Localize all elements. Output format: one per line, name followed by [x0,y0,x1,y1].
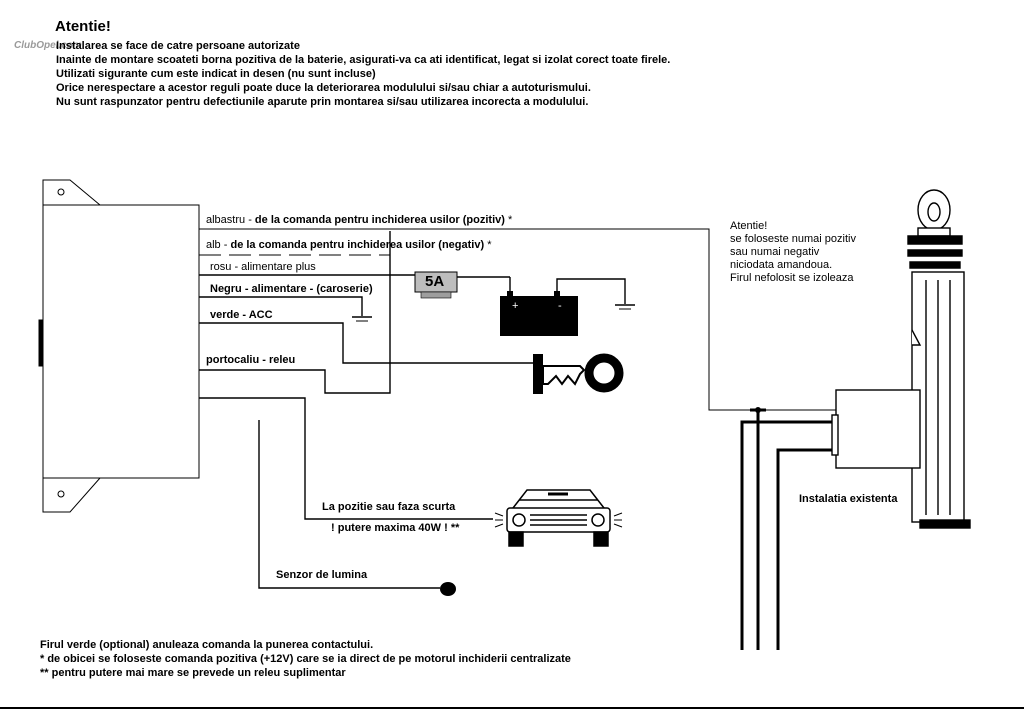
car-front-icon [506,489,611,547]
label-albastru-desc: de la comanda pentru inchiderea usilor (… [254,214,505,226]
wire-albastru [199,228,836,411]
note-line-1: Atentie! [730,220,768,232]
existing-installation-label: Instalatia existenta [799,493,898,505]
lights-label: La pozitie sau faza scurta [322,501,456,513]
label-verde: verde - ACC [210,309,273,321]
note-line-5: Firul nefolosit se izoleaza [730,272,854,284]
warning-line-1: Instalarea se face de catre persoane aut… [56,40,300,52]
wire-negru [199,296,372,322]
light-rays-icon [494,512,623,528]
fuse-label: 5A [425,273,445,290]
label-alb-mark: * [487,239,492,251]
label-albastru-name: albastru - [206,214,255,226]
label-albastru: albastru - de la comanda pentru inchider… [206,214,512,227]
ignition-key-icon [533,353,624,394]
watermark: ClubOpel.com [14,40,82,51]
note-line-3: sau numai negativ [730,246,820,258]
footer-line-1: Firul verde (optional) anuleaza comanda … [40,639,374,651]
label-portocaliu: portocaliu - releu [206,354,296,366]
battery-plus-label: + [512,300,519,312]
page-title: Atentie! [55,18,111,35]
note-line-4: niciodata amandoua. [730,259,833,271]
sensor-label: Senzor de lumina [276,569,368,581]
warning-line-5: Nu sunt raspunzator pentru defectiunile … [56,96,589,108]
wire-verde [199,322,533,364]
note-block: Atentie! se foloseste numai pozitiv sau … [730,220,856,285]
footer-line-3: ** pentru putere mai mare se prevede un … [40,667,346,679]
note-line-2: se foloseste numai pozitiv [730,233,856,245]
footer-line-2: * de obicei se foloseste comanda pozitiv… [40,653,571,665]
fuse-5a [414,271,458,299]
battery-minus-label: - [558,300,562,312]
label-negru: Negru - alimentare - (caroserie) [210,283,373,295]
label-alb-name: alb - [206,239,231,251]
label-rosu: rosu - alimentare plus [210,261,316,273]
label-alb: alb - de la comanda pentru inchiderea us… [206,239,491,252]
control-module [38,179,200,513]
door-lock-actuator-icon [831,189,971,529]
wire-senzor [258,420,440,589]
wire-portocaliu [199,397,493,520]
wire-rosu [199,274,511,292]
label-alb-desc: de la comanda pentru inchiderea usilor (… [230,239,485,251]
warning-line-3: Utilizati sigurante cum este indicat in … [56,68,376,80]
label-albastru-mark: * [507,214,513,226]
wire-plus-trunk [199,231,391,394]
warning-line-2: Inainte de montare scoateti borna poziti… [56,54,671,66]
warning-line-4: Orice nerespectare a acestor reguli poat… [56,82,591,94]
battery [500,278,635,336]
lights-power-label: ! putere maxima 40W ! ** [331,522,460,534]
light-sensor-icon [440,582,456,596]
